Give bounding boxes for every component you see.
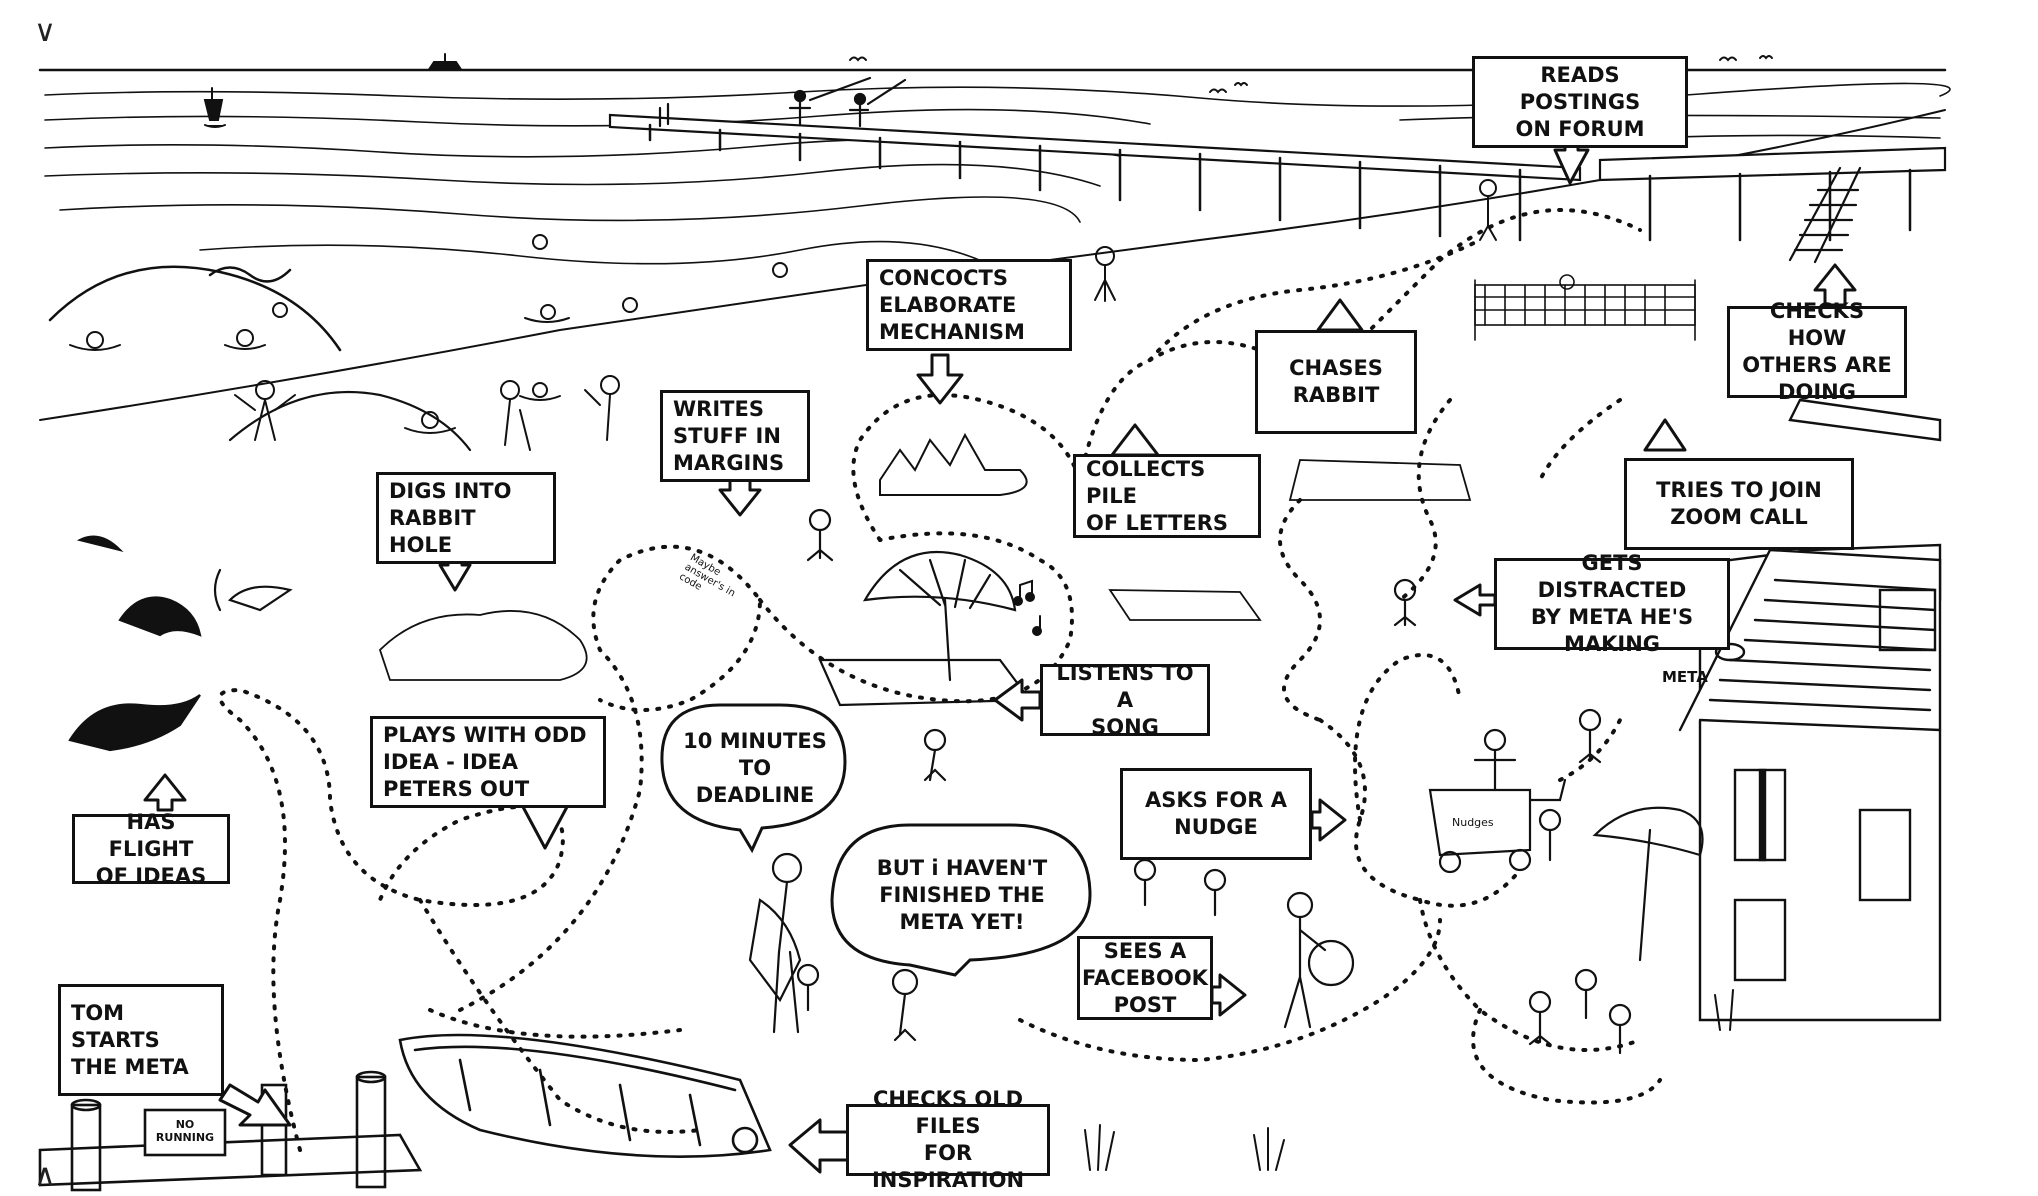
label-writes-stuff: WRITES STUFF IN MARGINS xyxy=(660,390,810,482)
pier xyxy=(608,76,1947,264)
bubble-havent-finished: BUT i HAVEN'T FINISHED THE META YET! xyxy=(876,855,1048,934)
buoy xyxy=(203,87,226,128)
label-digs-rabbit-hole: DIGS INTO RABBIT HOLE xyxy=(376,472,556,564)
umbrella-right xyxy=(1592,806,1704,962)
cart-nudges-text: Nudges xyxy=(1452,816,1494,829)
label-sees-facebook: SEES A FACEBOOK POST xyxy=(1077,936,1213,1020)
sandcastle xyxy=(879,432,1028,496)
corner-mark-bottom: ∧ xyxy=(34,1158,56,1193)
sand-pile-left xyxy=(378,610,588,681)
nudges-cart xyxy=(1428,728,1567,874)
bubble-ten-minutes: 10 MINUTES TO DEADLINE xyxy=(683,728,827,807)
ocean-waves xyxy=(44,82,1951,271)
label-asks-nudge: ASKS FOR A NUDGE xyxy=(1120,768,1312,860)
seagulls xyxy=(68,535,293,752)
label-checks-how-others: CHECKS HOW OTHERS ARE DOING xyxy=(1727,299,1907,404)
house-meta-tag: META xyxy=(1662,668,1708,686)
label-tries-zoom-call: TRIES TO JOIN ZOOM CALL xyxy=(1624,458,1854,550)
no-running-sign-text: NO RUNNING xyxy=(155,1118,215,1144)
speech-bubbles xyxy=(660,703,1092,977)
label-plays-odd-idea: PLAYS WITH ODD IDEA - IDEA PETERS OUT xyxy=(370,716,606,808)
label-chases-rabbit: CHASES RABBIT xyxy=(1255,330,1417,434)
label-checks-old-files: CHECKS OLD FILES FOR INSPIRATION xyxy=(846,1087,1050,1192)
beach-house xyxy=(1678,398,1942,1022)
no-running-sign xyxy=(143,1108,227,1157)
swimmers xyxy=(69,179,1497,451)
label-listens-song: LISTENS TO A SONG xyxy=(1040,661,1210,739)
label-tom-starts: TOM STARTS THE META xyxy=(58,984,224,1096)
label-concocts-mechanism: CONCOCTS ELABORATE MECHANISM xyxy=(866,259,1072,351)
label-reads-postings: READS POSTINGS ON FORUM xyxy=(1472,56,1688,148)
breaking-wave xyxy=(48,265,342,352)
corner-mark-top: ∨ xyxy=(34,14,56,49)
volleyball-net xyxy=(1474,274,1696,341)
label-has-flight: HAS FLIGHT OF IDEAS xyxy=(72,810,230,888)
label-gets-distracted: GETS DISTRACTED BY META HE'S MAKING xyxy=(1494,551,1730,656)
beach-people xyxy=(748,508,1632,1055)
label-collects-pile: COLLECTS PILE OF LETTERS xyxy=(1073,454,1261,538)
dock xyxy=(38,1070,423,1192)
grass xyxy=(1084,989,1734,1171)
rowboat xyxy=(398,1033,772,1158)
picnic-blanket xyxy=(1108,459,1472,621)
ship xyxy=(428,53,462,69)
birds xyxy=(849,55,1773,94)
